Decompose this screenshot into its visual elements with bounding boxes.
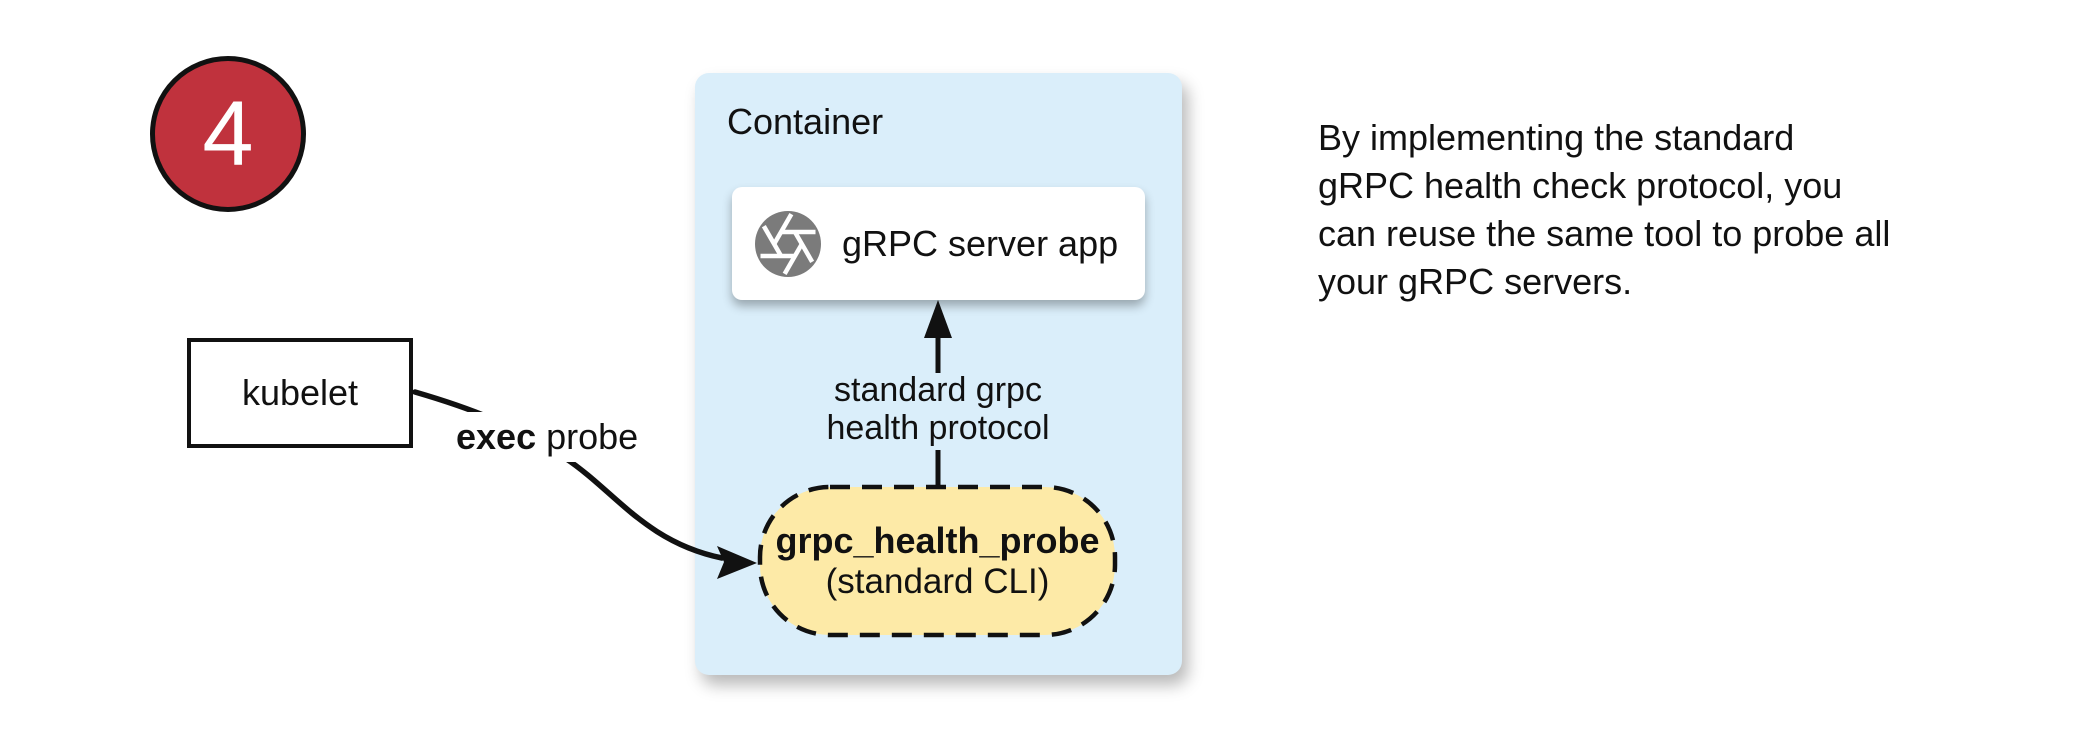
exec-probe-label-rest: probe: [536, 416, 639, 457]
step-badge: 4: [150, 56, 306, 212]
grpc-server-app-label: gRPC server app: [842, 222, 1119, 264]
note-line: gRPC health check protocol, you: [1318, 165, 1843, 206]
exec-probe-label-bold: exec: [456, 416, 537, 457]
note-line: By implementing the standard: [1318, 117, 1795, 158]
grpc-server-app-node: gRPC server app: [732, 187, 1145, 300]
container-title: Container: [727, 101, 884, 142]
grpc-health-probe-subtitle: (standard CLI): [825, 562, 1050, 601]
explanation-note: By implementing the standard gRPC health…: [1318, 114, 1890, 306]
exec-probe-label: exec probe: [446, 412, 649, 462]
kubelet-label: kubelet: [241, 372, 359, 413]
aperture-icon: [755, 210, 821, 277]
note-line: can reuse the same tool to probe all: [1318, 213, 1891, 254]
health-protocol-label-line1: standard grpc: [834, 371, 1042, 409]
health-protocol-label-line2: health protocol: [826, 409, 1050, 447]
note-line: your gRPC servers.: [1318, 261, 1633, 302]
step-number: 4: [202, 83, 254, 185]
kubelet-node: kubelet: [187, 338, 413, 448]
health-protocol-label: standard grpc health protocol: [826, 371, 1049, 447]
grpc-health-probe-name: grpc_health_probe: [775, 520, 1100, 561]
grpc-health-probe-node: grpc_health_probe (standard CLI): [760, 487, 1115, 635]
